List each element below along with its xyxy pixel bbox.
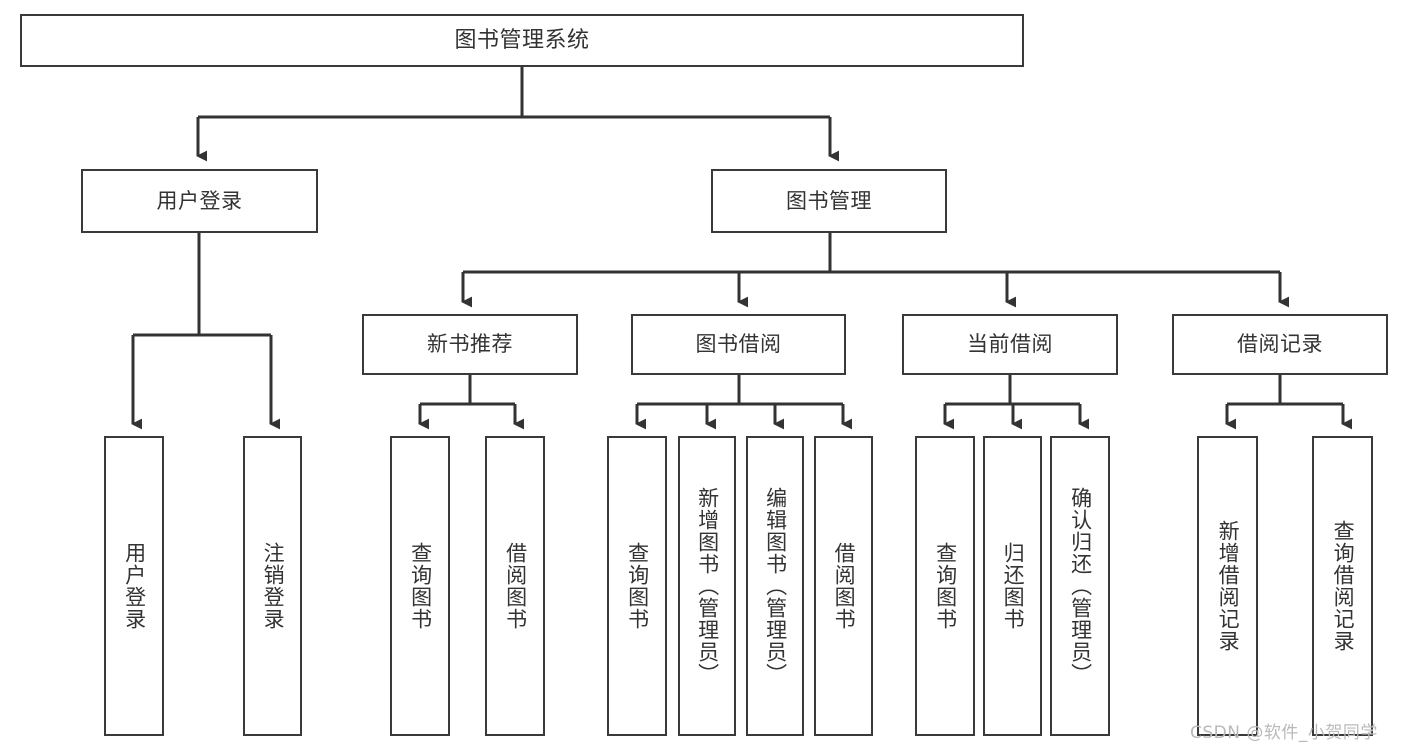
node-leaf-borrow-edit[interactable]: 编辑图书（管理员） [746, 436, 804, 736]
node-leaf-rec-borrow-label: 借阅图书 [503, 542, 528, 630]
node-leaf-borrow-do[interactable]: 借阅图书 [814, 436, 873, 736]
node-leaf-cur-confirm-label: 确认归还（管理员） [1068, 487, 1093, 685]
node-leaf-cur-query[interactable]: 查询图书 [915, 436, 975, 736]
node-leaf-rec-add-label: 新增借阅记录 [1216, 520, 1241, 652]
node-user-login[interactable]: 用户登录 [81, 169, 318, 233]
node-leaf-borrow-add-label: 新增图书（管理员） [695, 487, 720, 685]
node-leaf-rec-search[interactable]: 查询借阅记录 [1312, 436, 1373, 736]
node-leaf-cur-return-label: 归还图书 [1001, 542, 1026, 630]
node-root-label: 图书管理系统 [454, 27, 590, 53]
node-leaf-cur-query-label: 查询图书 [933, 542, 958, 630]
node-leaf-borrow-query[interactable]: 查询图书 [607, 436, 667, 736]
node-leaf-borrow-query-label: 查询图书 [625, 542, 650, 630]
node-leaf-borrow-do-label: 借阅图书 [832, 542, 857, 630]
node-leaf-rec-search-label: 查询借阅记录 [1331, 520, 1356, 652]
node-new-book-rec-label: 新书推荐 [427, 332, 513, 357]
node-book-borrow[interactable]: 图书借阅 [631, 314, 846, 375]
node-leaf-cur-confirm[interactable]: 确认归还（管理员） [1050, 436, 1110, 736]
node-leaf-user-logout-label: 注销登录 [261, 542, 286, 630]
node-leaf-user-login[interactable]: 用户登录 [104, 436, 164, 736]
node-user-login-label: 用户登录 [156, 188, 243, 213]
node-leaf-rec-add[interactable]: 新增借阅记录 [1197, 436, 1258, 736]
node-book-manage[interactable]: 图书管理 [711, 169, 947, 233]
node-new-book-rec[interactable]: 新书推荐 [362, 314, 578, 375]
node-borrow-record-label: 借阅记录 [1237, 332, 1323, 357]
node-leaf-rec-borrow[interactable]: 借阅图书 [485, 436, 545, 736]
node-book-manage-label: 图书管理 [786, 188, 872, 213]
node-current-borrow[interactable]: 当前借阅 [902, 314, 1118, 375]
node-leaf-user-login-label: 用户登录 [122, 542, 147, 630]
node-current-borrow-label: 当前借阅 [967, 332, 1053, 357]
node-leaf-user-logout[interactable]: 注销登录 [243, 436, 302, 736]
node-book-borrow-label: 图书借阅 [695, 332, 782, 357]
watermark: CSDN @软件_小贺同学 [1190, 723, 1378, 743]
node-root[interactable]: 图书管理系统 [20, 14, 1024, 67]
node-borrow-record[interactable]: 借阅记录 [1172, 314, 1388, 375]
node-leaf-borrow-edit-label: 编辑图书（管理员） [763, 487, 788, 685]
node-leaf-rec-query[interactable]: 查询图书 [390, 436, 450, 736]
node-leaf-rec-query-label: 查询图书 [408, 542, 433, 630]
node-leaf-cur-return[interactable]: 归还图书 [983, 436, 1042, 736]
node-leaf-borrow-add[interactable]: 新增图书（管理员） [678, 436, 736, 736]
